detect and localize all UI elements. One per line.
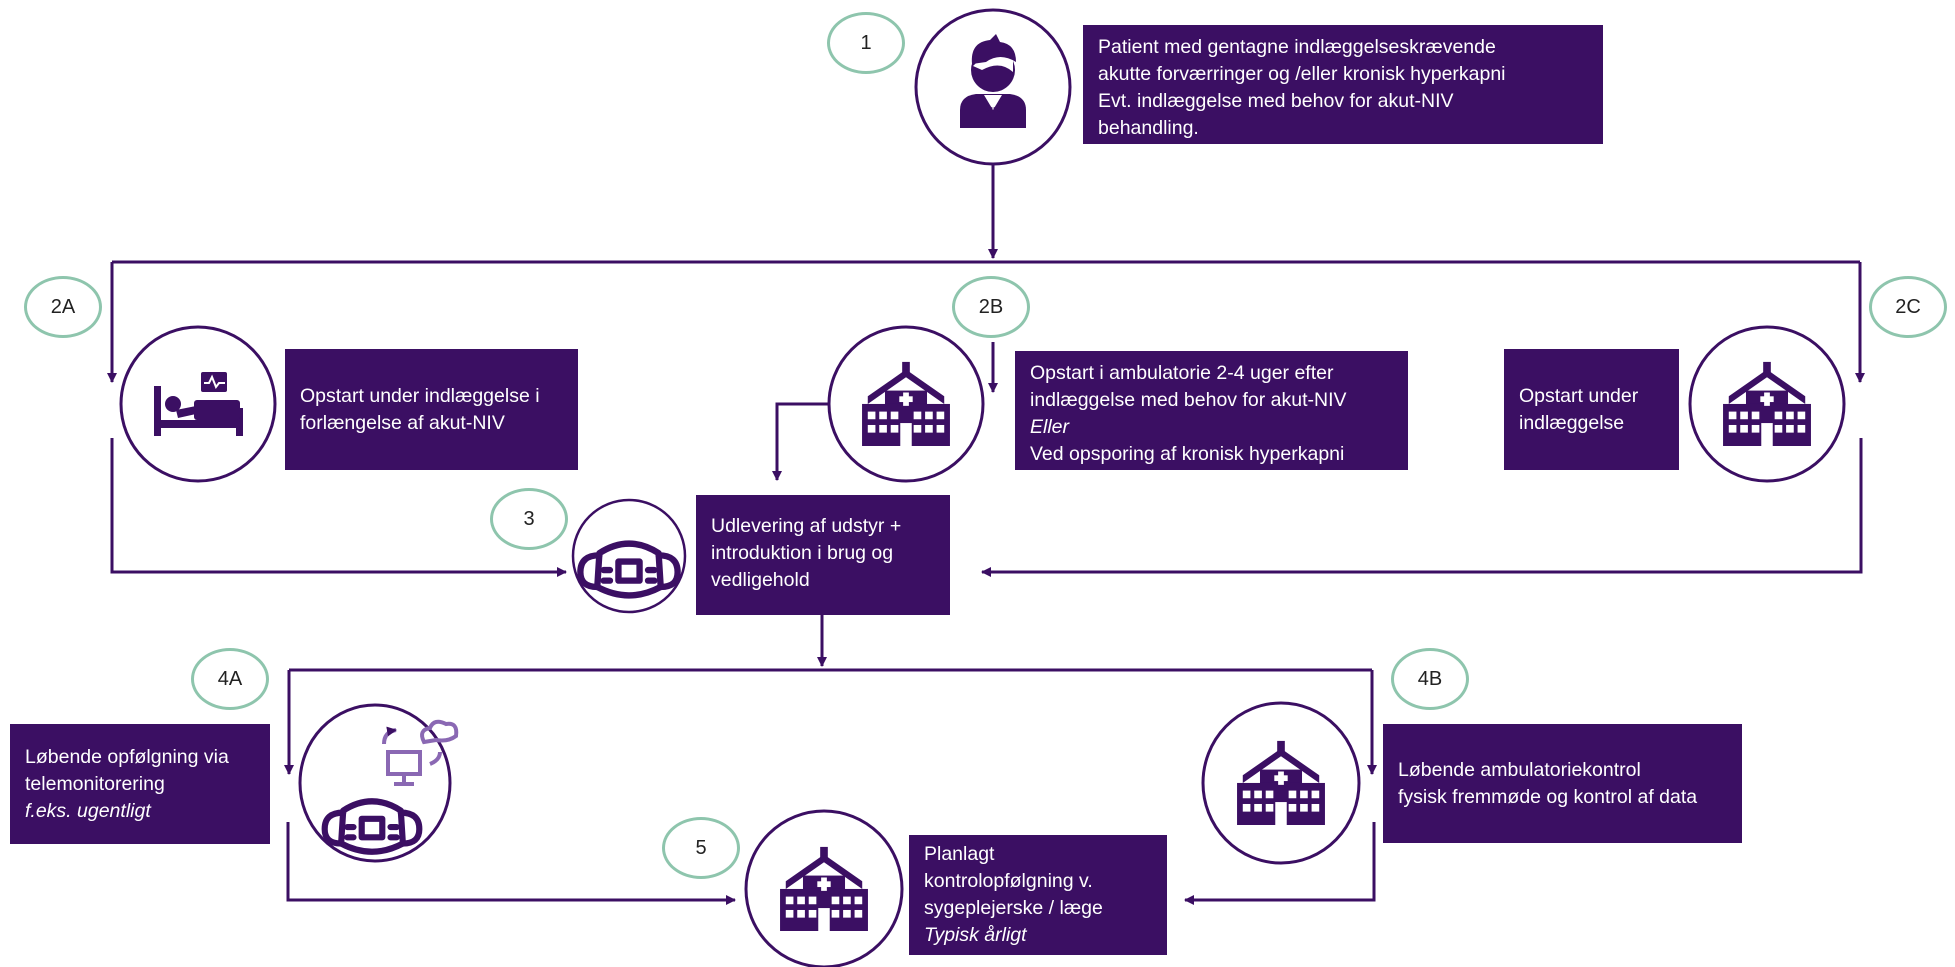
step-badge-1: 1 [827, 12, 905, 74]
patient-node [914, 8, 1072, 166]
hospital-bed-node [119, 325, 277, 483]
connector-lines [107, 163, 1865, 905]
step-4a-line: f.eks. ugentligt [25, 799, 151, 822]
step-badge-4a: 4A [191, 648, 269, 710]
connector-4b-to-5 [1184, 822, 1376, 905]
telemonitoring-node [298, 703, 459, 863]
niv-mask-node [571, 498, 687, 614]
step-4a-description: Løbende opfølgning via telemonitorering … [10, 724, 270, 844]
step-4b-description: Løbende ambulatoriekontrol fysisk fremmø… [1383, 724, 1742, 843]
step-5-line: kontrolopfølgning v. [924, 870, 1093, 892]
step-2c-line: Opstart under [1519, 384, 1639, 407]
step-badge-2c: 2C [1869, 276, 1947, 338]
step-badge-5: 5 [662, 817, 740, 879]
step-1-description: Patient med gentagne indlæggelseskrævend… [1083, 25, 1603, 144]
step-5-description: Planlagt kontrolopfølgning v. sygeplejer… [909, 835, 1167, 955]
step-5-line: sygeplejerske / læge [924, 897, 1103, 919]
connector-4a-to-5 [286, 822, 736, 905]
hospital-node-2c [1688, 325, 1846, 483]
step-2c-line: indlæggelse [1519, 411, 1625, 434]
step-5-line: Typisk årligt [924, 924, 1027, 946]
step-1-line: behandling. [1098, 117, 1199, 139]
step-3-line: vedligehold [711, 569, 810, 591]
step-3-description: Udlevering af udstyr + introduktion i br… [696, 495, 950, 615]
step-4a-line: Løbende opfølgning via [25, 745, 229, 768]
connector-2c-to-3 [981, 438, 1863, 577]
step-badge-3: 3 [490, 488, 568, 550]
step-2b-line: Eller [1030, 416, 1070, 438]
step-2b-line: indlæggelse med behov for akut-NIV [1030, 389, 1347, 411]
step-3-line: Udlevering af udstyr + [711, 515, 902, 537]
step-2a-line: Opstart under indlæggelse i [300, 384, 540, 407]
step-2a-description: Opstart under indlæggelse i forlængelse … [285, 349, 578, 470]
connector-2a-to-3 [110, 438, 567, 577]
telemonitoring-mask-icon [325, 719, 459, 852]
step-1-line: akutte forværringer og /eller kronisk hy… [1098, 63, 1506, 85]
hospital-node-5 [744, 809, 904, 967]
step-badge-2a: 2A [24, 276, 102, 338]
step-3-line: introduktion i brug og [711, 542, 894, 564]
step-2b-line: Opstart i ambulatorie 2-4 uger efter [1030, 362, 1334, 384]
step-2a-line: forlængelse af akut-NIV [300, 411, 505, 434]
step-2c-description: Opstart under indlæggelse [1504, 349, 1679, 470]
step-1-line: Evt. indlæggelse med behov for akut-NIV [1098, 90, 1454, 112]
patient-icon [960, 34, 1026, 128]
step-1-line: Patient med gentagne indlæggelseskrævend… [1098, 36, 1496, 58]
step-4a-line: telemonitorering [25, 772, 165, 795]
step-4b-line: fysisk fremmøde og kontrol af data [1398, 785, 1698, 808]
step-2b-description: Opstart i ambulatorie 2-4 uger efter ind… [1015, 351, 1408, 470]
hospital-bed-icon [154, 372, 243, 436]
step-4b-line: Løbende ambulatoriekontrol [1398, 758, 1641, 781]
hospital-node-2b [827, 325, 985, 483]
step-badge-2b: 2B [952, 276, 1030, 338]
step-badge-4b: 4B [1391, 648, 1469, 710]
hospital-node-4b [1201, 701, 1361, 865]
step-2b-line: Ved opsporing af kronisk hyperkapni [1030, 443, 1345, 465]
connector-2b-to-3 [772, 402, 828, 481]
step-5-line: Planlagt [924, 843, 995, 865]
